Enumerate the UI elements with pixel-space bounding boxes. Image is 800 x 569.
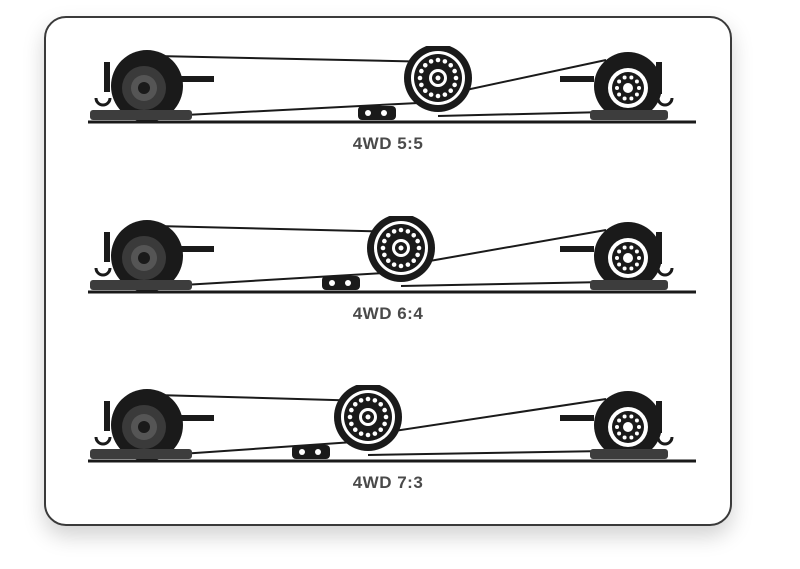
rear-belt-lower [437,111,607,117]
gear-bracket [292,445,330,459]
front-axle-unit-icon [560,52,674,120]
center-transfer-gear-icon [367,216,435,282]
front-axle-unit-icon [560,222,674,290]
rear-belt-upper [367,398,607,436]
drivetrain-row-5-5: 4WD 5:5 [46,46,730,196]
rear-axle-unit-icon [90,50,214,122]
upper-belt [155,394,369,402]
front-axle-unit-icon [560,391,674,459]
drivetrain-row-6-4: 4WD 6:4 [46,216,730,366]
lower-belt [165,101,439,117]
ratio-label: 4WD 6:4 [352,304,424,323]
rear-axle-unit-icon [90,389,214,461]
rear-belt-lower [400,281,607,287]
gear-bracket [358,106,396,120]
gear-bracket [322,276,360,290]
ratio-label: 4WD 5:5 [352,134,424,153]
drivetrain-illustration [88,46,696,124]
drivetrain-graphic [88,46,696,124]
center-transfer-gear-icon [404,46,472,112]
rear-axle-unit-icon [90,220,214,292]
drivetrain-graphic [88,385,696,463]
rear-belt-lower [367,450,607,456]
diagram-card: 4WD 5:5 4WD 6:4 4WD 7:3 [44,16,732,526]
center-transfer-gear-icon [334,385,402,451]
drivetrain-graphic [88,216,696,294]
drivetrain-illustration [88,216,696,294]
drivetrain-illustration [88,385,696,463]
upper-belt [155,225,402,233]
lower-belt [165,440,369,456]
ratio-label: 4WD 7:3 [352,473,424,492]
drivetrain-row-7-3: 4WD 7:3 [46,385,730,524]
upper-belt [155,55,439,63]
rear-belt-upper [400,229,607,267]
lower-belt [165,271,402,287]
